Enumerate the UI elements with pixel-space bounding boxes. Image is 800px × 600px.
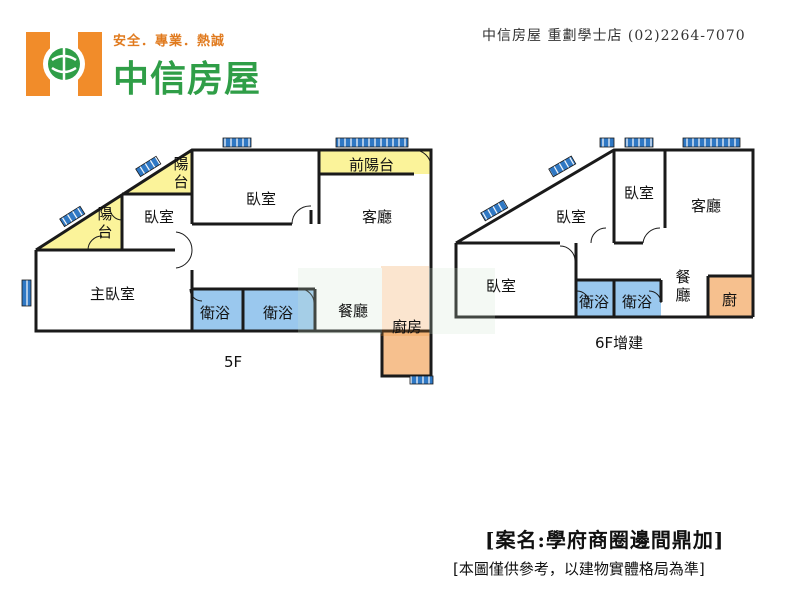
bathroom-1-fill xyxy=(193,289,243,331)
room-label-6f-kitchen: 廚 xyxy=(722,291,738,309)
room-label-6f-bathroom-1: 衛浴 xyxy=(579,293,610,311)
room-label-6f-bedroom-diag: 臥室 xyxy=(556,208,587,226)
outer-wall-5f xyxy=(35,148,433,331)
kitchen-fill xyxy=(382,331,431,376)
outer-wall-6f xyxy=(455,148,755,317)
room-label-bathroom-1: 衛浴 xyxy=(200,304,231,322)
room-label-kitchen: 廚房 xyxy=(392,318,423,336)
room-label-bedroom-top: 臥室 xyxy=(246,190,277,208)
case-name: [案名:學府商圈邊間鼎加] xyxy=(485,528,725,552)
store-info: 中信房屋 重劃學士店 (02)2264-7070 xyxy=(482,28,746,44)
disclaimer: [本圖僅供參考，以建物實體格局為準] xyxy=(453,560,705,578)
room-label-6f-dining-room: 餐廳 xyxy=(675,268,691,304)
room-label-bedroom-small: 臥室 xyxy=(144,208,175,226)
room-label-bathroom-2: 衛浴 xyxy=(263,304,294,322)
room-label-balcony-left: 陽台 xyxy=(97,205,113,241)
plan-5f xyxy=(21,137,434,385)
logo-mark-icon xyxy=(26,32,102,96)
room-label-6f-living-room: 客廳 xyxy=(691,197,722,215)
watermark xyxy=(298,266,495,336)
room-label-6f-bathroom-2: 衛浴 xyxy=(622,293,653,311)
plan-6f xyxy=(454,137,755,319)
room-label-6f-bedroom-upper: 臥室 xyxy=(624,184,655,202)
windows-6f xyxy=(480,137,741,222)
kitchen-fill-6f xyxy=(708,276,753,317)
room-label-front-balcony: 前陽台 xyxy=(349,156,395,174)
front-balcony-fill xyxy=(319,150,431,174)
room-label-master-bedroom: 主臥室 xyxy=(90,285,136,303)
floor-label-5f: 5F xyxy=(224,353,243,371)
logo-brand-name: 中信房屋 xyxy=(113,59,262,100)
bathroom-2-fill-6f xyxy=(614,280,661,317)
room-label-living-room: 客廳 xyxy=(362,208,393,226)
windows-5f xyxy=(21,137,434,385)
room-label-balcony-upper: 陽台 xyxy=(173,155,189,191)
logo-slogan: 安全．專業．熱誠 xyxy=(113,34,226,49)
room-label-6f-bedroom-left: 臥室 xyxy=(486,277,517,295)
floor-label-6f: 6F增建 xyxy=(595,334,644,352)
bathroom-1-fill-6f xyxy=(577,280,614,317)
room-label-dining-room: 餐廳 xyxy=(338,302,369,320)
bathroom-2-fill xyxy=(243,289,315,331)
